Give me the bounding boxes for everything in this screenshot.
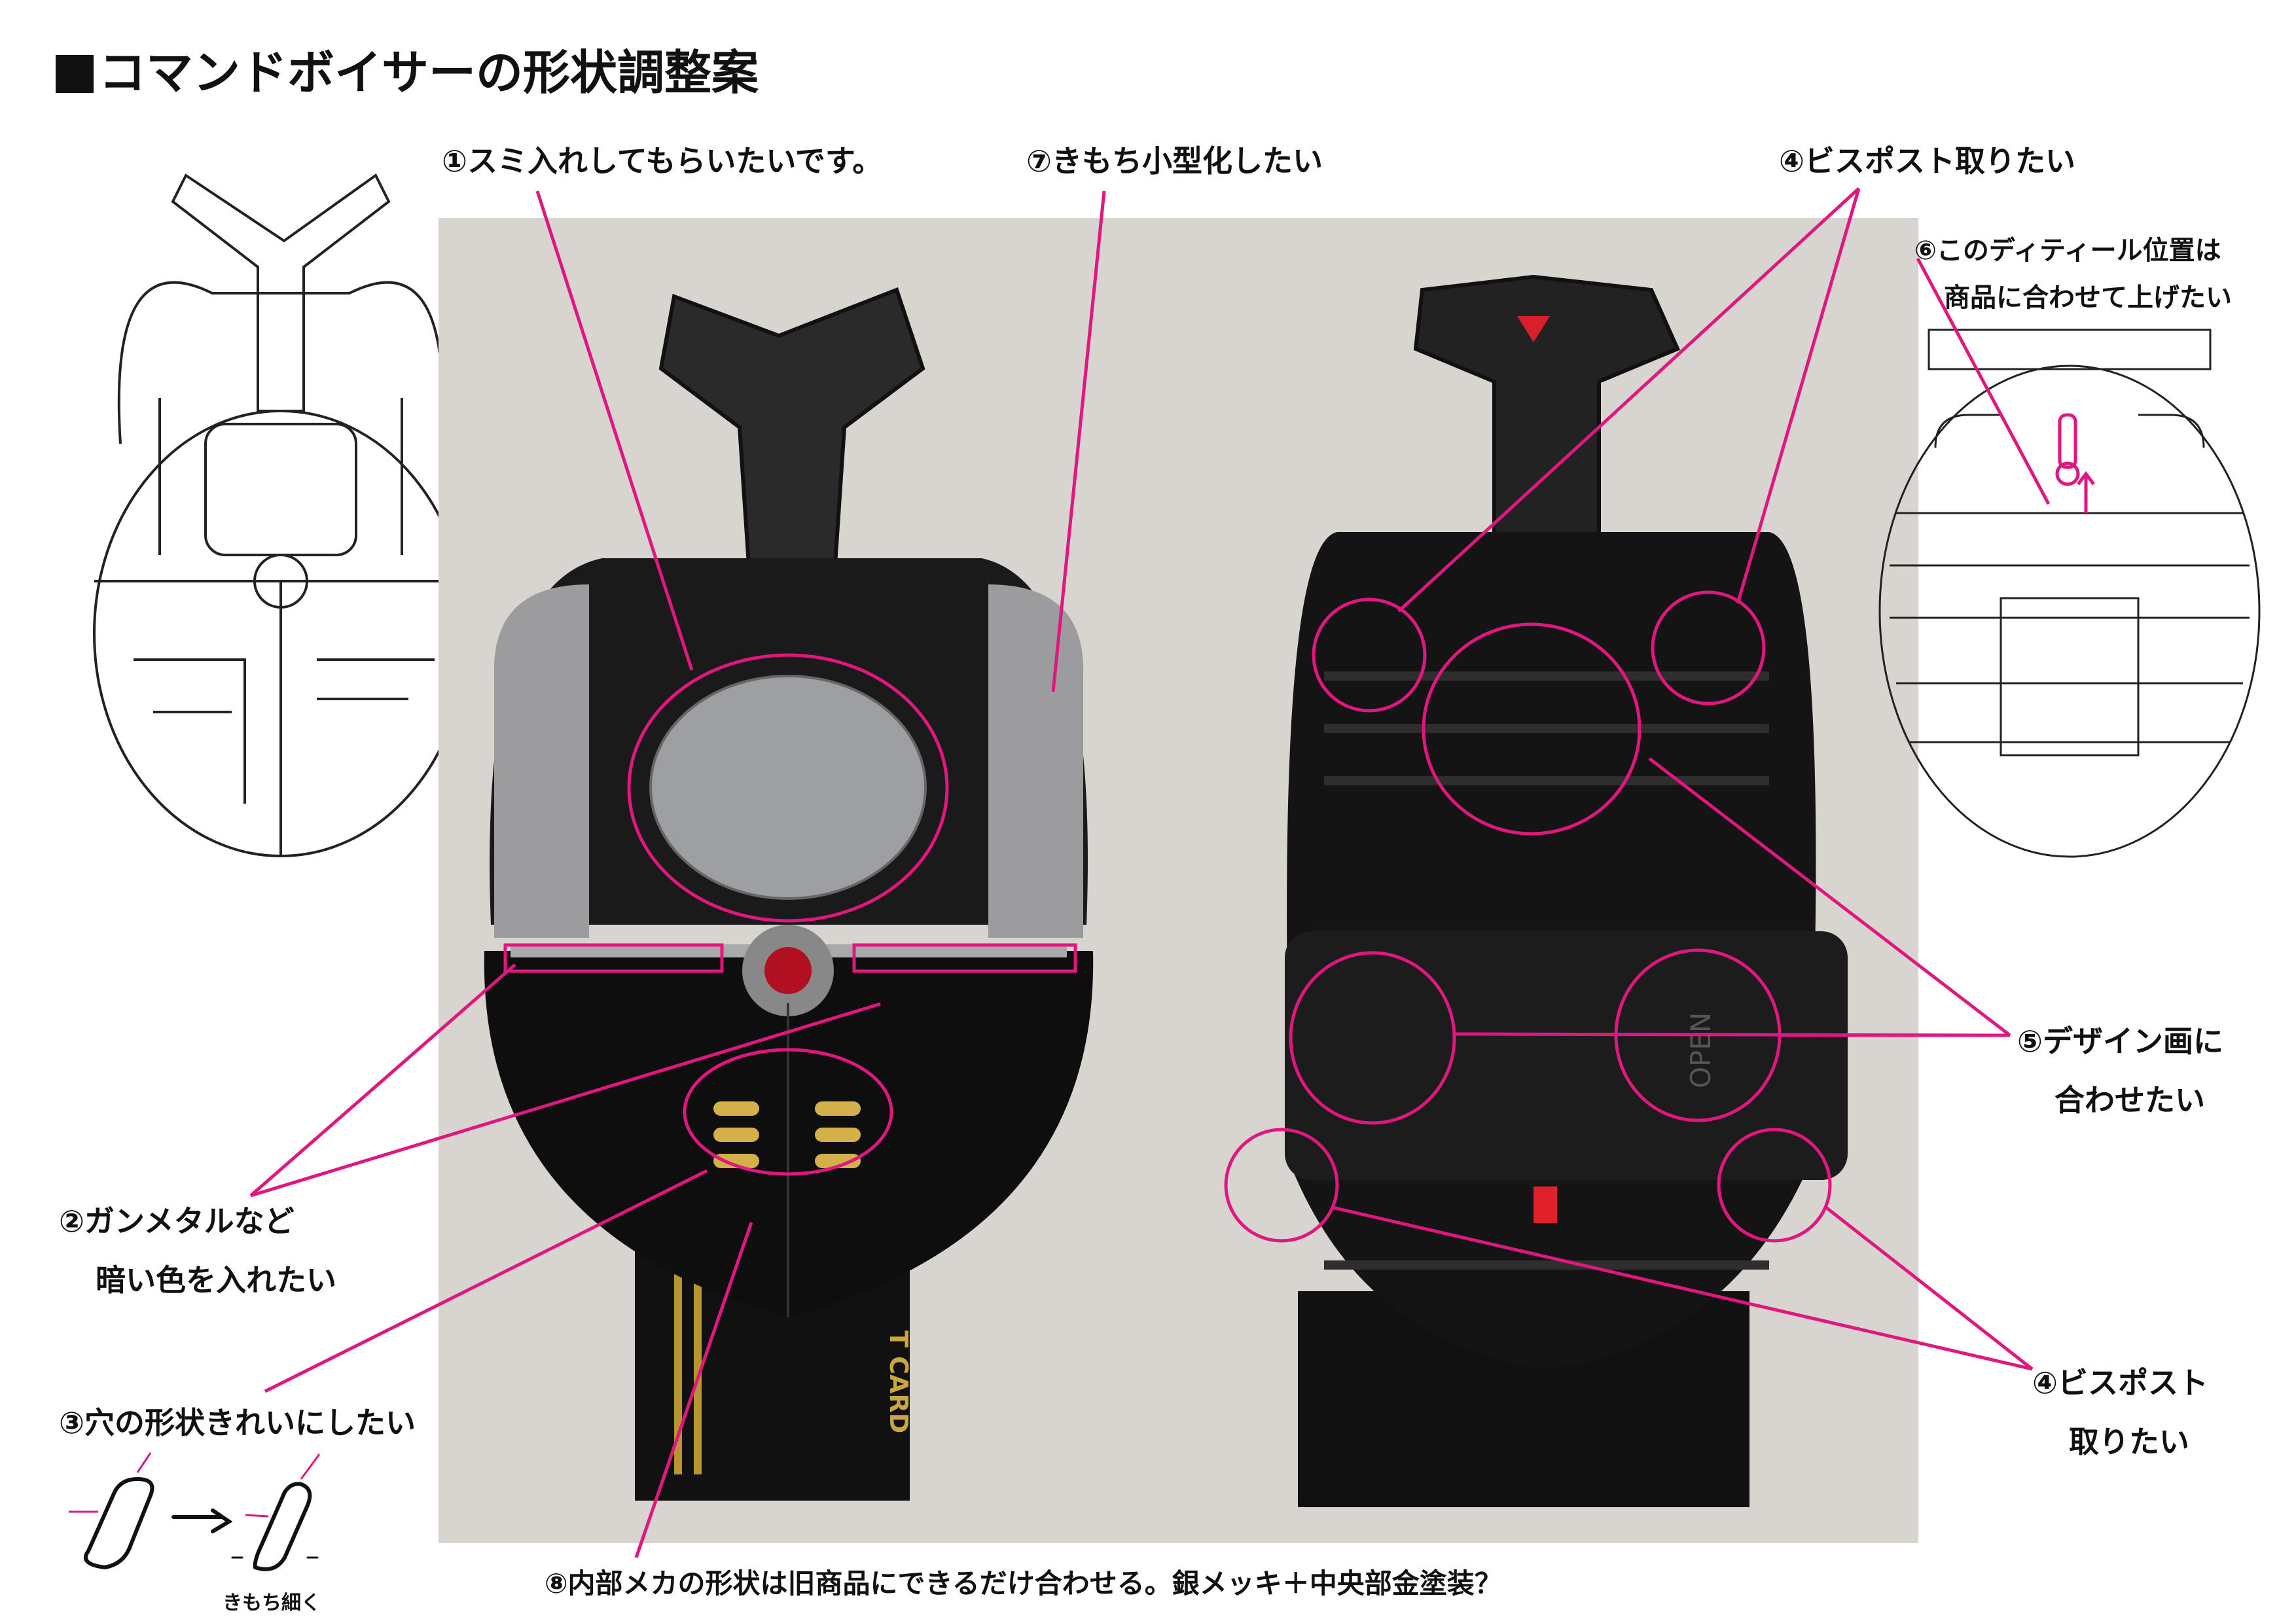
- annotation-7: ⑦きもち小型化したい: [1026, 143, 1323, 179]
- annotation-5-line2: 合わせたい: [2054, 1082, 2205, 1118]
- card-label: T CARD: [884, 1330, 913, 1433]
- open-label: OPEN: [1685, 1012, 1717, 1088]
- annotation-6-line1: ⑥このディティール位置は: [1914, 236, 2221, 266]
- annotation-4-bottom-line2: 取りたい: [2069, 1424, 2189, 1459]
- front-product-photo: T CARD: [439, 218, 1141, 1543]
- back-product-photo: OPEN: [1141, 218, 1918, 1543]
- square-bullet-icon: [56, 55, 94, 93]
- hole-note: きもち細く: [223, 1592, 321, 1614]
- annotation-2-line2: 暗い色を入れたい: [96, 1262, 336, 1298]
- annotation-3: ③穴の形状きれいにしたい: [59, 1405, 416, 1440]
- annotation-6-line2: 商品に合わせて上げたい: [1944, 283, 2232, 313]
- annotation-4-top: ④ビスポスト取りたい: [1779, 143, 2075, 179]
- page-title: コマンドボイサーの形状調整案: [56, 34, 759, 103]
- front-device-illustration: T CARD: [484, 287, 1094, 1501]
- back-device-illustration: OPEN: [1285, 274, 1848, 1507]
- front-design-sketch: [93, 173, 469, 857]
- annotation-2-line1: ②ガンメタルなど: [59, 1204, 295, 1239]
- back-design-sketch: [1878, 329, 2261, 858]
- annotation-4-bottom-line1: ④ビスポスト: [2032, 1365, 2208, 1400]
- page-title-text: コマンドボイサーの形状調整案: [99, 45, 759, 100]
- annotation-8: ⑧内部メカの形状は旧商品にできるだけ合わせる。銀メッキ＋中央部金塗装？: [545, 1567, 1502, 1599]
- hole-shape-sketch: [69, 1452, 321, 1571]
- annotation-1: ①スミ入れしてもらいたいです。: [442, 143, 883, 179]
- annotation-5-line1: ⑤デザイン画に: [2017, 1024, 2223, 1059]
